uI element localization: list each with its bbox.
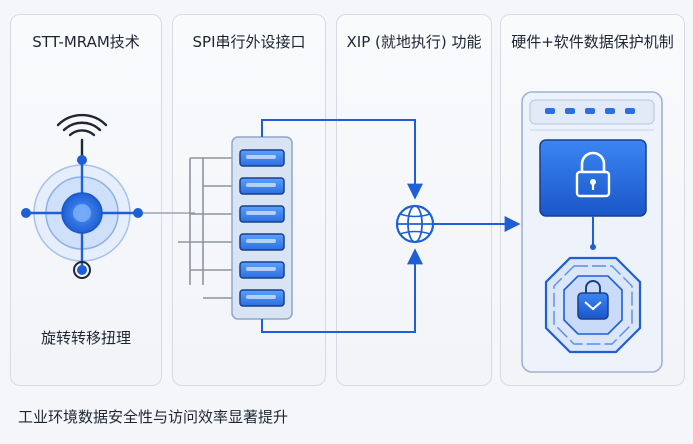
- spi-wire-bus: [178, 157, 238, 299]
- connector-icon: [231, 136, 293, 320]
- panel-title-stt-mram: STT-MRAM技术: [32, 33, 140, 51]
- shield-bag-icon: [544, 256, 642, 354]
- panel-title-protection: 硬件+软件数据保护机制: [511, 33, 674, 51]
- link-line-spi-bottom: [261, 248, 423, 333]
- panel-title-xip: XIP (就地执行) 功能: [346, 33, 482, 51]
- link-line-spi-top: [261, 119, 423, 200]
- globe-icon: [395, 204, 435, 244]
- caption-spin-transfer: 旋转转移扭理: [40, 329, 131, 347]
- mram-cell-graphic: [21, 155, 143, 279]
- panel-title-spi: SPI串行外设接口: [192, 33, 306, 51]
- wireless-signal-icon: [56, 113, 108, 160]
- footer-text: 工业环境数据安全性与访问效率显著提升: [18, 408, 289, 426]
- link-dot: [590, 244, 596, 250]
- lock-icon: [539, 139, 647, 217]
